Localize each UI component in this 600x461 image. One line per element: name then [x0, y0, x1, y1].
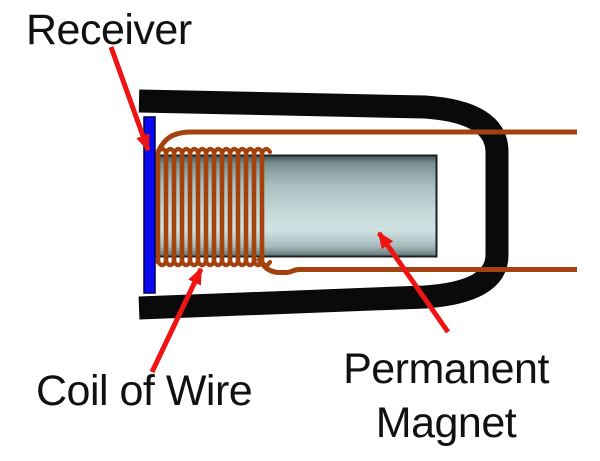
receiver-diaphragm [143, 116, 156, 294]
receiver-arrow [108, 46, 151, 152]
magnet-arrow [376, 231, 451, 334]
coil-arrow [149, 267, 204, 374]
permanent-magnet-label-line1: Permanent [343, 345, 549, 393]
permanent-magnet-label: Permanent Magnet [305, 342, 587, 450]
earphone-casing [138, 89, 509, 320]
permanent-magnet-label-line2: Magnet [375, 399, 517, 447]
coil-of-wire-label: Coil of Wire [36, 367, 253, 415]
coil-lead-top-wire [155, 129, 577, 154]
coil-lead-bottom-wire [255, 256, 577, 275]
receiver-label: Receiver [26, 6, 192, 54]
coil-turn [259, 146, 273, 156]
coil-of-wire [155, 146, 273, 268]
